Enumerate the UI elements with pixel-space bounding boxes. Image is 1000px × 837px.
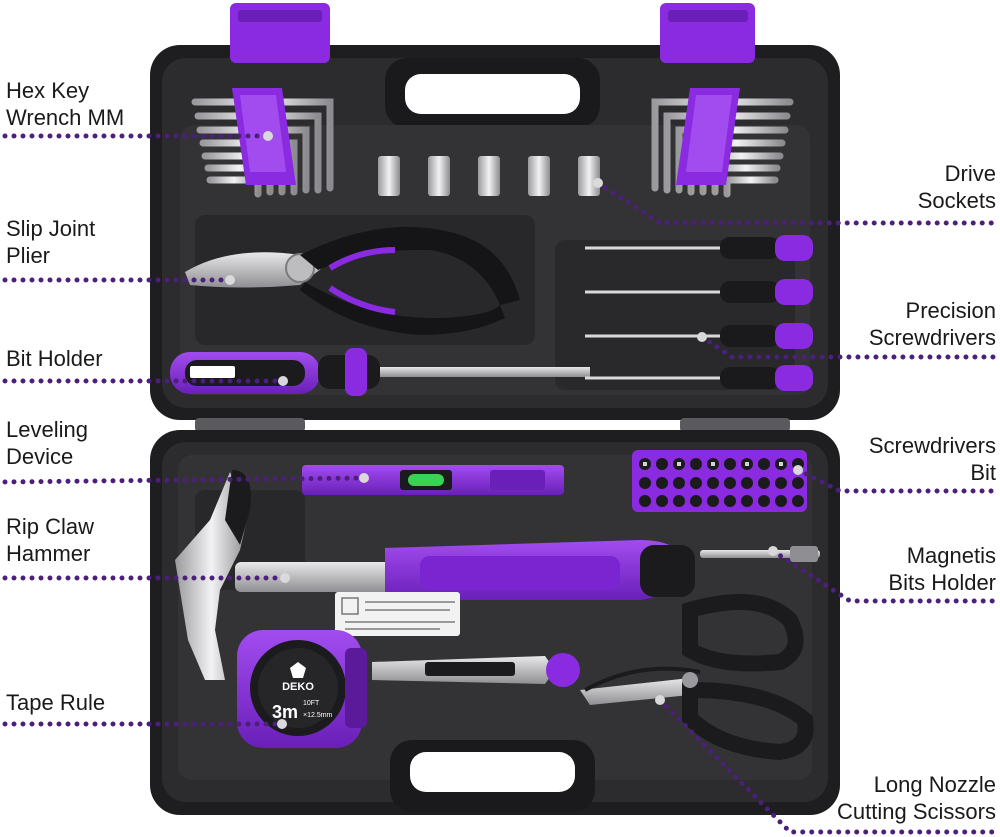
label-screwdrivers-bit: Screwdrivers Bit	[869, 432, 996, 486]
label-line: Sockets	[917, 188, 996, 213]
magnetic-bits-holder	[700, 546, 820, 562]
label-line: Device	[6, 444, 74, 469]
tape-rule-width: ×12.5mm	[303, 712, 333, 719]
latch-left	[230, 3, 330, 63]
label-line: Rip Claw	[6, 514, 95, 539]
label-line: Bit Holder	[6, 346, 103, 371]
label-line: Slip Joint	[6, 216, 96, 241]
label-line: Wrench MM	[6, 105, 125, 130]
label-line: Plier	[6, 243, 51, 268]
label-line: Hex Key	[6, 78, 90, 103]
label-slip-joint-plier: Slip Joint Plier	[6, 215, 95, 269]
utility-knife	[372, 653, 580, 687]
label-long-nozzle-cutting-scissors: Long Nozzle Cutting Scissors	[837, 771, 996, 825]
label-line: Tape Rule	[6, 690, 106, 715]
label-line: Cutting Scissors	[837, 799, 996, 824]
label-tape-rule: Tape Rule	[6, 689, 105, 716]
leader-lines	[2, 133, 1000, 835]
tape-rule-feet: 10FT	[303, 700, 320, 707]
label-rip-claw-hammer: Rip Claw Hammer	[6, 513, 94, 567]
leveling-device	[302, 465, 564, 495]
label-leveling-device: Leveling Device	[6, 416, 88, 470]
precision-screwdrivers-set	[585, 235, 813, 391]
hex-key-set-right	[651, 88, 794, 198]
label-line: Screwdrivers	[868, 325, 996, 350]
label-line: Hammer	[6, 541, 91, 566]
drive-sockets-row	[378, 156, 600, 196]
label-line: Drive	[944, 161, 996, 186]
label-line: Leveling	[6, 417, 88, 442]
case-hinges	[195, 418, 790, 432]
label-precision-screwdrivers: Precision Screwdrivers	[869, 297, 996, 351]
label-line: Screwdrivers	[868, 433, 996, 458]
label-line: Bits Holder	[888, 570, 996, 595]
label-hex-key-wrench: Hex Key Wrench MM	[6, 77, 124, 131]
label-line: Long Nozzle	[873, 772, 996, 797]
screwdriver-bit-set	[632, 450, 807, 512]
latch-right	[660, 3, 755, 63]
instruction-card	[335, 592, 460, 636]
label-line: Precision	[905, 298, 996, 323]
label-line: Bit	[970, 460, 996, 485]
label-drive-sockets: Drive Sockets	[918, 160, 996, 214]
long-nozzle-cutting-scissors	[580, 594, 814, 761]
tape-rule: DEKO 3m 10FT ×12.5mm	[237, 630, 367, 748]
bit-holder-screwdriver	[170, 348, 590, 396]
label-line: Magnetis	[906, 543, 996, 568]
tape-rule-length: 3m	[272, 702, 298, 722]
label-magnetis-bits-holder: Magnetis Bits Holder	[888, 542, 996, 596]
tape-rule-brand: DEKO	[282, 681, 314, 693]
leader-endpoints	[225, 131, 803, 729]
hex-key-set-left	[191, 88, 334, 198]
label-bit-holder: Bit Holder	[6, 345, 103, 372]
